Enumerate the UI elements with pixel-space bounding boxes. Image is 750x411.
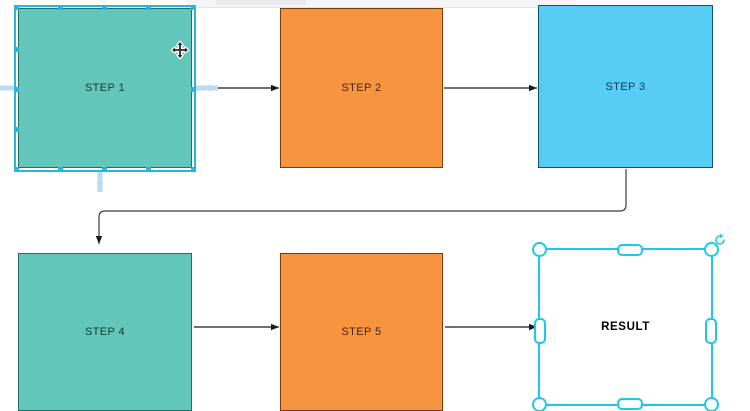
quick-connect-hints[interactable]: [0, 84, 218, 192]
shape-result[interactable]: RESULT: [538, 248, 713, 406]
shape-step3[interactable]: STEP 3: [538, 5, 713, 168]
move-cursor: [170, 40, 190, 60]
shape-step5[interactable]: STEP 5: [280, 253, 443, 411]
shape-step2[interactable]: STEP 2: [280, 8, 443, 168]
shape-step5-label: STEP 5: [341, 326, 382, 338]
shape-step4-label: STEP 4: [84, 326, 126, 338]
shape-step1[interactable]: STEP 1: [18, 8, 192, 168]
toolbar-strip: [186, 0, 576, 8]
toolbar-chip: [216, 0, 306, 5]
shape-result-label: RESULT: [601, 321, 650, 333]
shape-step4[interactable]: STEP 4: [18, 253, 192, 411]
shape-step1-label: STEP 1: [84, 82, 126, 94]
shape-step3-label: STEP 3: [605, 80, 646, 93]
connector-step3-step4[interactable]: [95, 169, 627, 244]
rotate-icon[interactable]: [713, 233, 727, 247]
shape-step2-label: STEP 2: [341, 82, 382, 94]
